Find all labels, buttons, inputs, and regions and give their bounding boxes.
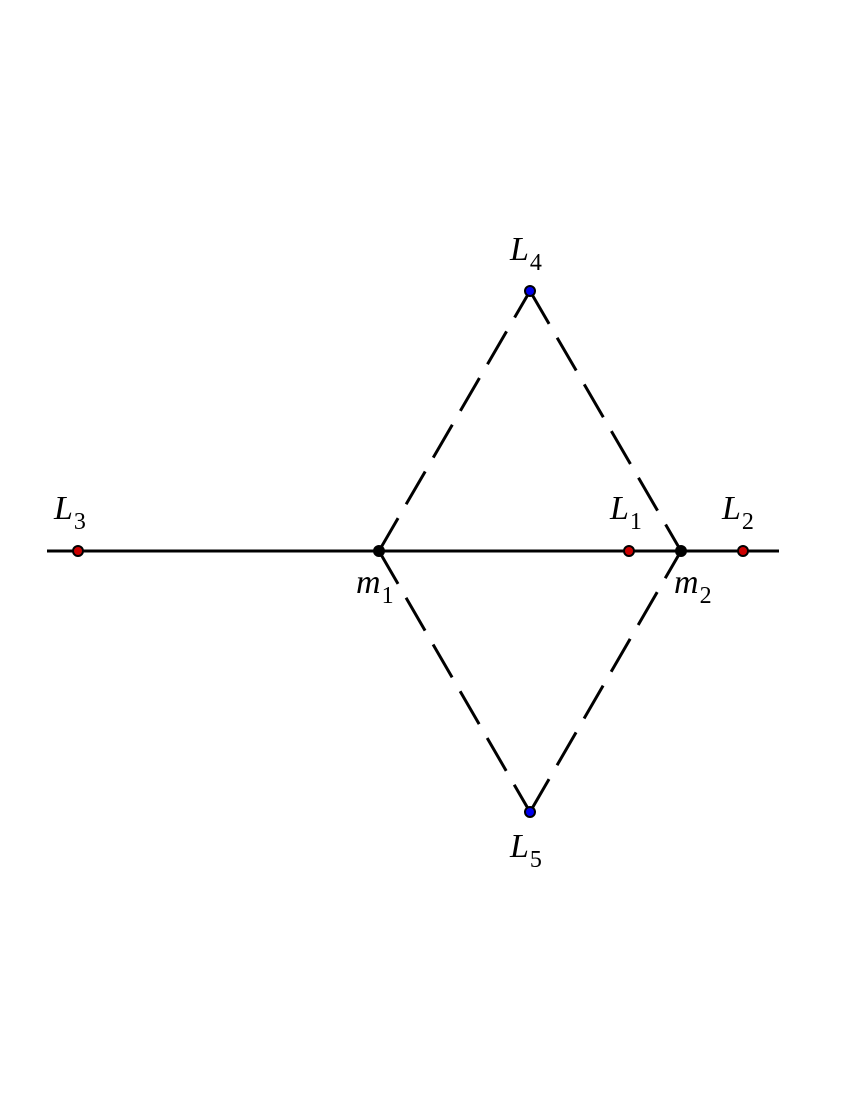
- label-L2-sub: 2: [741, 509, 754, 535]
- point-m2: [675, 545, 687, 557]
- label-L2: L2: [722, 490, 754, 535]
- label-L5-sub: 5: [529, 847, 542, 873]
- point-L4: [524, 285, 536, 297]
- label-L1-main: L: [610, 490, 629, 527]
- label-m2-main: m: [674, 564, 699, 601]
- label-L3-main: L: [54, 490, 73, 527]
- label-L3-sub: 3: [73, 509, 86, 535]
- dashed-rhombus: [377, 290, 683, 813]
- label-L5: L5: [510, 828, 542, 873]
- label-L2-main: L: [722, 490, 741, 527]
- point-L2: [737, 545, 749, 557]
- edge-m1-L4: [377, 290, 532, 552]
- label-m1-main: m: [356, 564, 381, 601]
- label-m1-sub: 1: [381, 583, 394, 609]
- label-L1-sub: 1: [629, 509, 642, 535]
- edge-L4-m2: [528, 290, 683, 552]
- label-L5-main: L: [510, 828, 529, 865]
- label-L4-main: L: [510, 231, 529, 268]
- label-L3: L3: [54, 490, 86, 535]
- label-m1: m1: [356, 564, 394, 609]
- label-m2: m2: [674, 564, 712, 609]
- label-L1: L1: [610, 490, 642, 535]
- label-L4: L4: [510, 231, 542, 276]
- point-L3: [72, 545, 84, 557]
- point-L1: [623, 545, 635, 557]
- label-m2-sub: 2: [699, 583, 712, 609]
- edge-m1-L5: [377, 550, 532, 813]
- edge-L5-m2: [528, 550, 683, 813]
- label-L4-sub: 4: [529, 250, 542, 276]
- point-L5: [524, 806, 536, 818]
- point-m1: [373, 545, 385, 557]
